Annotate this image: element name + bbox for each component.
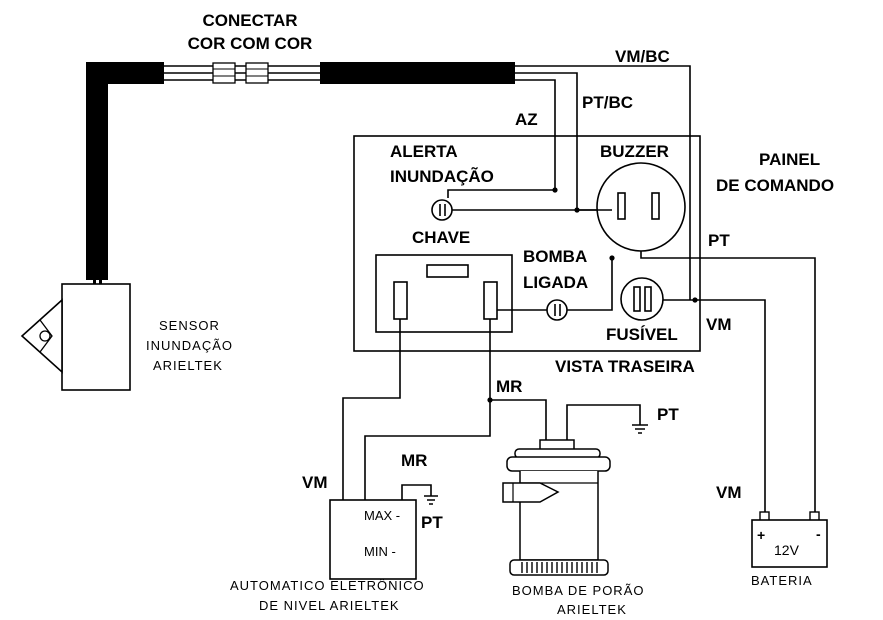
wire-label-az: AZ <box>515 110 538 129</box>
signal-wires <box>515 65 691 300</box>
ground-auto-icon <box>424 495 438 505</box>
sensor-label-2: INUNDAÇÃO <box>146 338 233 353</box>
bomba-porao-label-2: ARIELTEK <box>557 602 627 617</box>
battery-icon <box>751 511 828 568</box>
battery-plus: + <box>757 527 765 543</box>
bomba-ligada-label-1: BOMBA <box>523 247 587 266</box>
panel-label-2: DE COMANDO <box>716 176 834 195</box>
battery-minus: - <box>816 526 821 542</box>
fusivel-label: FUSÍVEL <box>606 325 678 344</box>
level-controller-box <box>329 499 417 580</box>
battery-voltage: 12V <box>774 542 800 558</box>
auto-label-2: DE NIVEL ARIELTEK <box>259 598 400 613</box>
wire-label-pt-panel: PT <box>708 231 730 250</box>
connect-label-2: COR COM COR <box>188 34 313 53</box>
min-terminal: MIN - <box>364 544 396 559</box>
sensor-cable <box>86 62 515 287</box>
ground-pump-icon <box>632 424 648 434</box>
buzzer-label: BUZZER <box>600 142 669 161</box>
switch-indicator <box>426 264 469 278</box>
wire-label-pt-bc: PT/BC <box>582 93 633 112</box>
wire-label-mr-pump: MR <box>496 377 522 396</box>
pump-on-lamp-icon <box>546 299 568 321</box>
wire-label-pt-pump: PT <box>657 405 679 424</box>
wire-label-vm-auto: VM <box>302 473 328 492</box>
auto-label-1: AUTOMATICO ELETRÔNICO <box>230 578 425 593</box>
control-panel-outline <box>353 135 701 352</box>
switch-terminal-right <box>483 281 498 320</box>
bomba-ligada-label-2: LIGADA <box>523 273 588 292</box>
alerta-label-1: ALERTA <box>390 142 458 161</box>
panel-label-1: PAINEL <box>759 150 820 169</box>
bilge-pump-icon <box>502 439 611 576</box>
connect-label-1: CONECTAR <box>202 11 297 30</box>
sensor-label-1: SENSOR <box>159 318 220 333</box>
wire-label-vm-battery: VM <box>716 483 742 502</box>
flood-sensor-icon <box>20 283 131 391</box>
max-terminal: MAX - <box>364 508 400 523</box>
alerta-label-2: INUNDAÇÃO <box>390 166 494 186</box>
switch-terminal-left <box>393 281 408 320</box>
sensor-label-3: ARIELTEK <box>153 358 223 373</box>
vista-traseira-label: VISTA TRASEIRA <box>555 357 695 376</box>
buzzer-icon <box>596 162 686 252</box>
bomba-porao-label-1: BOMBA DE PORÃO <box>512 583 644 598</box>
fuse-icon <box>620 277 664 321</box>
bateria-label: BATERIA <box>751 573 813 588</box>
wire-label-vm-panel: VM <box>706 315 732 334</box>
chave-label: CHAVE <box>412 228 470 247</box>
wire-label-vm-bc: VM/BC <box>615 47 670 66</box>
wire-label-pt-auto: PT <box>421 513 443 532</box>
alert-lamp-icon <box>431 199 453 221</box>
wire-label-mr-auto: MR <box>401 451 427 470</box>
